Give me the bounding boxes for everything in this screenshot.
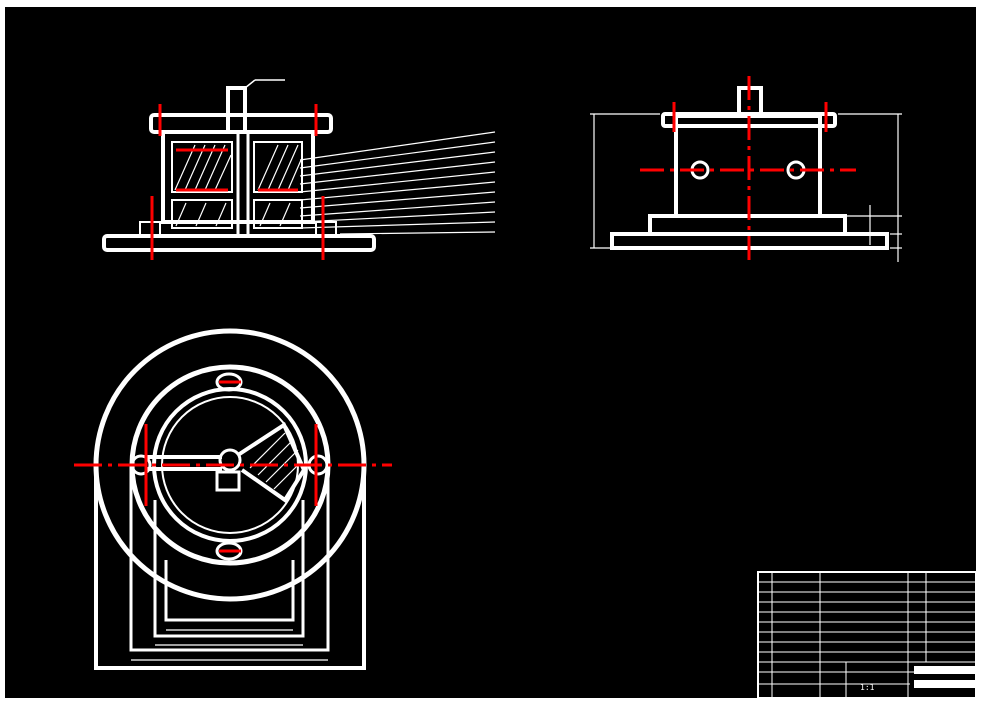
title-block: 1:1	[757, 571, 977, 699]
top-view	[74, 328, 392, 670]
side-view	[590, 76, 902, 262]
title-block-scale: 1:1	[860, 683, 875, 692]
front-section-view	[102, 79, 496, 260]
